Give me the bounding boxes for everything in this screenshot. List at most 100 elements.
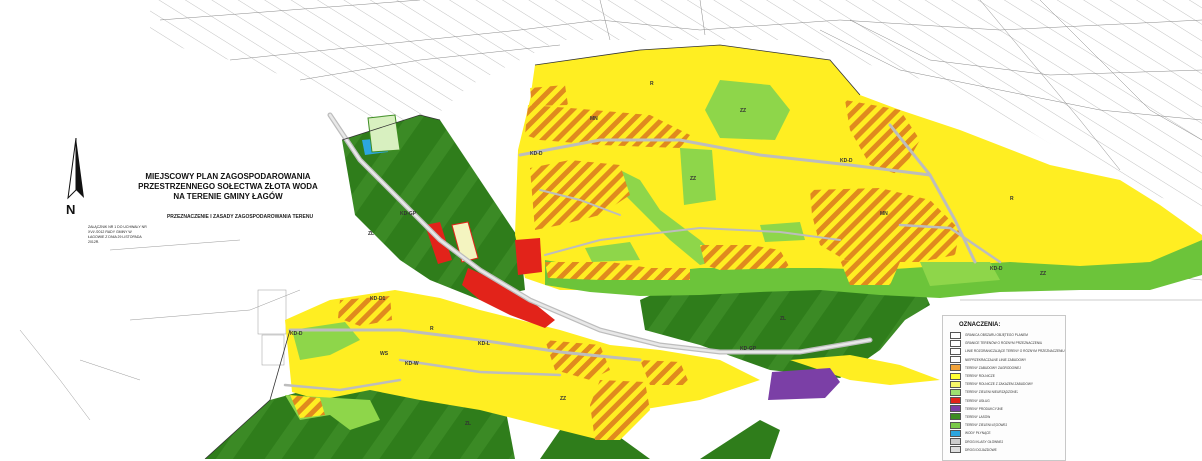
legend-item: TERENY ROLNICZE — [950, 372, 1065, 380]
map-title: MIEJSCOWY PLAN ZAGOSPODAROWANIA PRZESTRZ… — [128, 172, 328, 202]
legend-swatch — [950, 446, 961, 454]
map-subtitle: PRZEZNACZENIE I ZASADY ZAGOSPODAROWANIA … — [166, 214, 314, 220]
label-zl-2: ZL — [465, 421, 471, 427]
label-zz-2: ZZ — [690, 176, 696, 182]
legend-label: WODY PŁYNĄCE — [965, 431, 991, 436]
legend-swatch — [950, 339, 961, 347]
farm-zone-8 — [545, 340, 610, 380]
legend-item: TERENY ROLNICZE Z ZAKAZEM ZABUDOWY — [950, 380, 1065, 388]
legend-title: OZNACZENIA: — [959, 322, 1001, 328]
label-r-1: R — [650, 81, 654, 87]
legend-swatch — [950, 356, 961, 364]
legend-item: TERENY ZIELENI NIEURZĄDZONEJ — [950, 388, 1065, 396]
farm-zone-1 — [525, 105, 690, 148]
label-kdw: KD-W — [405, 361, 419, 367]
label-r-2: R — [1010, 196, 1014, 202]
north-label: N — [66, 202, 76, 217]
meadow-zone-e — [920, 262, 1000, 286]
meadow-zone-3 — [585, 242, 640, 262]
meadow-zones — [285, 80, 1202, 430]
legend-item: TERENY USŁUG — [950, 397, 1065, 405]
label-zz-4: ZZ — [560, 396, 566, 402]
road-inner-2 — [539, 189, 621, 216]
legend-label: TERENY LASÓW — [965, 414, 991, 419]
title-line-2: PRZESTRZENNEGO SOŁECTWA ZŁOTA WODA — [138, 182, 318, 191]
road-inner-1 — [544, 226, 841, 256]
resolution-note: ZAŁĄCZNIK NR 1 DO UCHWAŁY NR XVI/ /2012 … — [88, 225, 147, 244]
zone-labels: ZL ZL ZL ZZ ZZ ZZ ZZ R R R MN MN WS KD-G… — [290, 81, 1046, 427]
legend-label: DROGI DOJAZDOWE — [965, 447, 997, 452]
legend-label: TERENY ZIELENI ŁĘGOWEJ — [965, 423, 1008, 428]
label-mn-2: MN — [590, 116, 598, 122]
label-mn-1: MN — [880, 211, 888, 217]
legend-item: NIEPRZEKRACZALNE LINIE ZABUDOWY — [950, 356, 1065, 364]
road-kdw — [398, 358, 562, 377]
farm-zone-10 — [338, 296, 392, 326]
legend-swatch — [950, 380, 961, 388]
label-kdd-1: KD-D — [840, 158, 853, 164]
label-kdd-4: KD-D — [990, 266, 1003, 272]
forest-zone-southeast — [640, 275, 930, 378]
legend-swatch — [950, 388, 961, 396]
label-kdl: KD-L — [478, 341, 490, 347]
farm-zone-2 — [530, 160, 630, 230]
legend-item: TERENY PRODUKCYJNE — [950, 405, 1065, 413]
farm-zone-7 — [845, 100, 920, 175]
label-zz-3: ZZ — [1040, 271, 1046, 277]
legend-swatch — [950, 372, 961, 380]
farm-zone-6 — [840, 260, 900, 285]
legend-swatch — [950, 413, 961, 421]
legend-item: WODY PŁYNĄCE — [950, 429, 1065, 437]
legend-swatch — [950, 347, 961, 355]
label-kdd-3: KD-D — [290, 331, 303, 337]
map-legend: OZNACZENIA: GRANICA OBSZARU OBJĘTEGO PLA… — [942, 315, 1066, 461]
farm-zone-13 — [530, 85, 568, 106]
legend-swatch — [950, 429, 961, 437]
farm-zone-9 — [590, 380, 650, 440]
service-zone-3 — [515, 238, 542, 275]
legend-label: DROGI KLASY GŁÓWNEJ — [965, 439, 1004, 444]
farm-zone-5 — [810, 188, 960, 262]
forest-zone-far-southeast — [700, 420, 780, 459]
meadow-strip-river — [545, 240, 1202, 298]
striped-parcel — [367, 114, 401, 153]
road-kdd-north — [518, 138, 932, 177]
road-kdd-southwest — [283, 378, 402, 392]
legend-label: LINIE ROZGRANICZAJĄCE TERENY O RÓŻNYM PR… — [965, 349, 1065, 354]
label-kdgp-1: KD-GP — [740, 346, 757, 352]
farm-zone-4 — [700, 245, 790, 270]
legend-item: DROGI KLASY GŁÓWNEJ — [950, 437, 1065, 446]
legend-label: TERENY ROLNICZE — [965, 374, 995, 379]
forest-zone-northwest — [342, 115, 525, 300]
legend-item: GRANICE TERENÓW O RÓŻNYM PRZEZNACZENIU — [950, 339, 1065, 347]
north-arrow-icon — [67, 138, 84, 200]
legend-swatch — [950, 397, 961, 405]
legend-label: NIEPRZEKRACZALNE LINIE ZABUDOWY — [965, 357, 1027, 362]
legend-label: TERENY PRODUKCYJNE — [965, 406, 1003, 411]
plan-boundary — [204, 44, 861, 459]
legend-swatch — [950, 438, 961, 446]
label-zz-1: ZZ — [740, 108, 746, 114]
legend-item: GRANICA OBSZARU OBJĘTEGO PLANEM — [950, 331, 1065, 339]
roads — [283, 112, 1002, 392]
legend-item: DROGI DOJAZDOWE — [950, 446, 1065, 454]
legend-label: GRANICE TERENÓW O RÓŻNYM PRZEZNACZENIU — [965, 341, 1043, 346]
farm-hatched-zones — [290, 85, 960, 440]
farm-zone-3 — [545, 262, 690, 280]
label-zl-3: ZL — [780, 316, 786, 322]
forest-zone-southcentral — [540, 430, 650, 459]
production-zone — [768, 368, 840, 400]
service-zone-2 — [462, 268, 555, 328]
legend-label: GRANICA OBSZARU OBJĘTEGO PLANEM — [965, 333, 1028, 338]
label-ws: WS — [380, 351, 389, 357]
road-kdd-south-east — [898, 223, 1002, 264]
legend-rows: GRANICA OBSZARU OBJĘTEGO PLANEM GRANICE T… — [943, 331, 1065, 454]
legend-label: TERENY ROLNICZE Z ZAKAZEM ZABUDOWY — [965, 382, 1033, 387]
legend-swatch — [950, 421, 961, 429]
legend-label: TERENY USŁUG — [965, 398, 990, 403]
meadow-zone-1 — [705, 80, 790, 140]
road-kdl-west — [288, 328, 642, 362]
farm-zone-12 — [290, 395, 325, 418]
legend-swatch — [950, 405, 961, 413]
label-r-3: R — [430, 326, 434, 332]
